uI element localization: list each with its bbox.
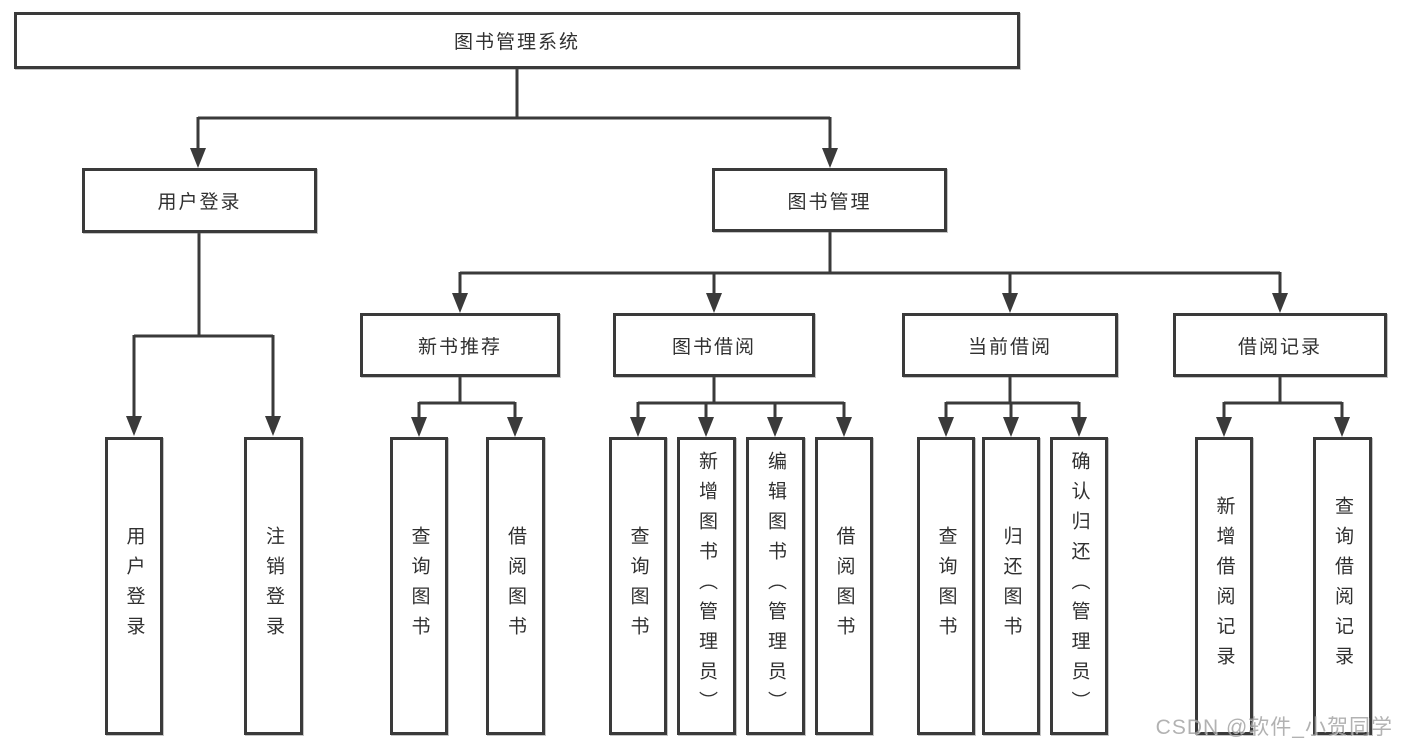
node-label: 新增借阅记录 (1213, 496, 1235, 676)
node-label: 用户登录 (123, 526, 145, 646)
node-label: 查询图书 (627, 526, 649, 646)
node-label: 新增图书（管理员） (696, 451, 717, 721)
node-borrow-query-books: 查询图书 (609, 437, 667, 735)
node-library-management-system: 图书管理系统 (14, 12, 1020, 69)
node-label: 注销登录 (263, 526, 284, 646)
node-current-query-books: 查询图书 (917, 437, 975, 735)
node-label: 图书管理系统 (453, 32, 580, 53)
node-newbook-query-books: 查询图书 (390, 437, 448, 735)
node-user-login: 用户登录 (82, 168, 317, 233)
node-logout: 注销登录 (244, 437, 303, 735)
node-label: 借阅记录 (1237, 336, 1322, 358)
node-user-login-leaf: 用户登录 (105, 437, 163, 735)
node-label: 归还图书 (1000, 526, 1022, 646)
node-current-borrowing: 当前借阅 (902, 313, 1118, 377)
node-label: 图书借阅 (671, 336, 756, 358)
node-confirm-return-admin: 确认归还（管理员） (1050, 437, 1108, 735)
node-new-book-recommend: 新书推荐 (360, 313, 560, 377)
node-borrow-records: 借阅记录 (1173, 313, 1387, 377)
node-add-borrow-record: 新增借阅记录 (1195, 437, 1253, 735)
node-label: 确认归还（管理员） (1068, 451, 1090, 721)
node-query-borrow-record: 查询借阅记录 (1313, 437, 1372, 735)
node-newbook-borrow-books: 借阅图书 (486, 437, 545, 735)
node-label: 查询图书 (935, 526, 957, 646)
node-label: 查询借阅记录 (1332, 496, 1353, 676)
node-label: 借阅图书 (833, 526, 855, 646)
node-label: 当前借阅 (967, 336, 1052, 358)
node-return-books: 归还图书 (982, 437, 1040, 735)
node-book-borrowing: 图书借阅 (613, 313, 815, 377)
node-label: 查询图书 (408, 526, 430, 646)
node-label: 借阅图书 (505, 526, 526, 646)
node-book-management: 图书管理 (712, 168, 947, 232)
csdn-watermark: CSDN @软件_小贺同学 (1155, 716, 1393, 739)
node-label: 用户登录 (157, 192, 242, 213)
node-label: 编辑图书（管理员） (765, 451, 786, 721)
node-borrow-borrow-books: 借阅图书 (815, 437, 873, 735)
node-edit-book-admin: 编辑图书（管理员） (746, 437, 805, 735)
node-add-book-admin: 新增图书（管理员） (677, 437, 736, 735)
node-label: 新书推荐 (417, 336, 502, 358)
node-label: 图书管理 (787, 191, 872, 213)
